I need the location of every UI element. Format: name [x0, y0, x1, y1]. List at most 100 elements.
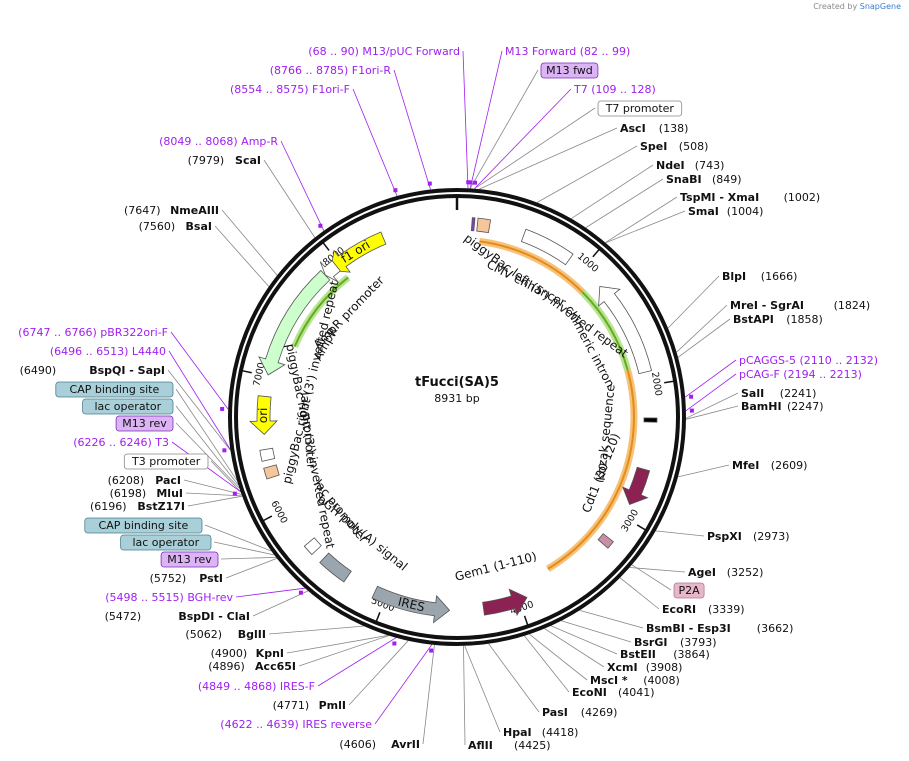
leader-pcag-f-2194-2213	[685, 373, 737, 412]
enzyme-mlui-6198[interactable]: MluI(6198)	[110, 487, 183, 500]
primer-4849-4868-ires-f[interactable]: (4849 .. 4868) IRES-F	[198, 680, 315, 693]
enzyme-bsmbi-esp3i-3662[interactable]: BsmBI - Esp3I(3662)	[646, 622, 793, 635]
enzyme-bstapi-1858[interactable]: BstAPI(1858)	[733, 313, 823, 326]
primer-m13-forward-82-99[interactable]: M13 Forward (82 .. 99)	[505, 45, 630, 58]
primer-8554-8575-f1ori-f[interactable]: (8554 .. 8575) F1ori-F	[230, 83, 350, 96]
feature-label-gem1-1-110: Gem1 (1-110)	[453, 549, 538, 584]
enzyme-pmli-4771[interactable]: PmlI(4771)	[273, 699, 346, 712]
enzyme-xcmi-3908[interactable]: XcmI(3908)	[607, 661, 682, 674]
primer-pcaggs-5-2110-2132[interactable]: pCAGGS-5 (2110 .. 2132)	[739, 354, 878, 367]
enzyme-position: (1824)	[834, 299, 871, 312]
primer-6496-6513-l4440[interactable]: (6496 .. 6513) L4440	[50, 345, 166, 358]
enzyme-blpi-1666[interactable]: BlpI(1666)	[722, 270, 797, 283]
feature-cmv-enhancer[interactable]	[520, 228, 574, 266]
primer-mark-6226-6246-t3	[232, 491, 237, 496]
orf-line-0	[479, 240, 635, 570]
enzyme-ndei-743[interactable]: NdeI(743)	[656, 159, 724, 172]
enzyme-position: (1666)	[761, 270, 798, 283]
feature-kozak-sequence[interactable]	[643, 417, 658, 423]
enzyme-smai-1004[interactable]: SmaI(1004)	[688, 205, 763, 218]
enzyme-bspdi-clai-5472[interactable]: BspDI - ClaI(5472)	[105, 610, 250, 623]
leader-68-90-m13-puc-forward	[462, 50, 469, 189]
enzyme-bspqi-sapi-6490[interactable]: BspQI - SapI(6490)	[20, 364, 165, 377]
feature-tag-lac-operator[interactable]: lac operator	[120, 534, 212, 551]
enzyme-snabi-849[interactable]: SnaBI(849)	[666, 173, 742, 186]
feature-t7-promoter[interactable]	[470, 217, 476, 232]
feature-tag-lac-operator[interactable]: lac operator	[82, 398, 174, 415]
primer-pcag-f-2194-2213[interactable]: pCAG-F (2194 .. 2213)	[739, 368, 862, 381]
enzyme-name: XcmI	[607, 661, 638, 674]
enzyme-paci-6208[interactable]: PacI(6208)	[108, 474, 181, 487]
feature-tag-t7-promoter[interactable]: T7 promoter	[597, 100, 683, 117]
leader-bspqi-sapi-6490	[167, 369, 231, 451]
enzyme-aflii-4425[interactable]: AflII(4425)	[468, 739, 551, 752]
enzyme-agei-3252[interactable]: AgeI(3252)	[688, 566, 763, 579]
feature-tag-m13-rev[interactable]: M13 rev	[115, 415, 174, 432]
primer-8049-8068-amp-r[interactable]: (8049 .. 8068) Amp-R	[159, 135, 278, 148]
enzyme-acc65i-4896[interactable]: Acc65I(4896)	[208, 660, 296, 673]
feature-tag-cap-binding-site[interactable]: CAP binding site	[55, 381, 174, 398]
feature-chimeric-intron[interactable]	[598, 285, 653, 375]
enzyme-name: MfeI	[732, 459, 759, 472]
enzyme-avrii-4606[interactable]: AvrII(4606)	[339, 738, 420, 751]
leader-t7-promoter	[474, 107, 596, 190]
enzyme-name: BsrGI	[634, 636, 667, 649]
enzyme-bsrgi-3793[interactable]: BsrGI(3793)	[634, 636, 717, 649]
feature-lac-promoter[interactable]	[303, 537, 322, 556]
enzyme-bsai-7560[interactable]: BsaI(7560)	[139, 220, 212, 233]
feature-tag-cap-binding-site[interactable]: CAP binding site	[84, 517, 203, 534]
feature-ori[interactable]	[249, 395, 278, 435]
enzyme-position: (4771)	[273, 699, 310, 712]
enzyme-scai-7979[interactable]: ScaI(7979)	[188, 154, 261, 167]
tick-label-7000: 7000	[252, 361, 268, 387]
feature-label-f1-ori: f1 ori	[338, 238, 372, 266]
enzyme-asci-138[interactable]: AscI(138)	[620, 122, 688, 135]
enzyme-mrei-sgrai-1824[interactable]: MreI - SgrAI(1824)	[730, 299, 870, 312]
feature-piggybac-right-3-inverted-repeat[interactable]	[263, 464, 280, 480]
enzyme-bglii-5062[interactable]: BglII(5062)	[185, 628, 266, 641]
enzyme-econi-4041[interactable]: EcoNI(4041)	[572, 686, 655, 699]
feature-lac-promoter[interactable]	[259, 447, 276, 462]
primer-6747-6766-pbr322ori-f[interactable]: (6747 .. 6766) pBR322ori-F	[18, 326, 168, 339]
feature-tag-m13-fwd[interactable]: M13 fwd	[540, 62, 599, 79]
enzyme-spei-508[interactable]: SpeI(508)	[640, 140, 708, 153]
feature-bgh-poly-a-signal[interactable]	[319, 552, 352, 583]
primer-5498-5515-bgh-rev[interactable]: (5498 .. 5515) BGH-rev	[105, 591, 233, 604]
enzyme-pasi-4269[interactable]: PasI(4269)	[542, 706, 617, 719]
enzyme-bsteii-3864[interactable]: BstEII(3864)	[620, 648, 710, 661]
feature-ampr[interactable]	[258, 269, 331, 376]
enzyme-sali-2241[interactable]: SalI(2241)	[741, 387, 816, 400]
enzyme-psti-5752[interactable]: PstI(5752)	[150, 572, 223, 585]
primer-6226-6246-t3[interactable]: (6226 .. 6246) T3	[73, 436, 169, 449]
feature-tag-p2a[interactable]: P2A	[673, 582, 705, 599]
primer-mark-4622-4639-ires-reverse	[429, 648, 434, 653]
leader-ecori-3339	[619, 577, 660, 610]
primer-4622-4639-ires-reverse[interactable]: (4622 .. 4639) IRES reverse	[220, 718, 372, 731]
enzyme-hpai-4418[interactable]: HpaI(4418)	[503, 726, 578, 739]
enzyme-kpni-4900[interactable]: KpnI(4900)	[211, 647, 284, 660]
enzyme-ecori-3339[interactable]: EcoRI(3339)	[662, 603, 745, 616]
enzyme-pspxi-2973[interactable]: PspXI(2973)	[707, 530, 790, 543]
feature-cdt1-30-120[interactable]	[622, 466, 651, 506]
enzyme-nmeaiii-7647[interactable]: NmeAIII(7647)	[124, 204, 219, 217]
feature-tag-t3-promoter[interactable]: T3 promoter	[123, 453, 209, 470]
leader-pcaggs-5-2110-2132	[684, 359, 737, 398]
enzyme-msci-4008[interactable]: MscI *(4008)	[590, 674, 680, 687]
enzyme-position: (6208)	[108, 474, 145, 487]
enzyme-position: (5062)	[185, 628, 222, 641]
enzyme-mfei-2609[interactable]: MfeI(2609)	[732, 459, 807, 472]
primer-8766-8785-f1ori-r[interactable]: (8766 .. 8785) F1ori-R	[270, 64, 392, 77]
primer-68-90-m13-puc-forward[interactable]: (68 .. 90) M13/pUC Forward	[308, 45, 460, 58]
feature-ampr-promoter[interactable]	[319, 260, 341, 283]
feature-piggybac-left-5-inverted-repeat[interactable]	[476, 217, 492, 234]
enzyme-bamhi-2247[interactable]: BamHI(2247)	[741, 400, 824, 413]
feature-gem1-1-110[interactable]	[482, 588, 528, 617]
enzyme-tspmi-xmai-1002[interactable]: TspMI - XmaI(1002)	[680, 191, 820, 204]
feature-ires[interactable]	[371, 585, 451, 624]
feature-p2a[interactable]	[597, 533, 614, 549]
tick-label-1000: 1000	[575, 251, 601, 275]
primer-t7-109-128[interactable]: T7 (109 .. 128)	[573, 83, 656, 96]
feature-tag-m13-rev[interactable]: M13 rev	[160, 551, 219, 568]
enzyme-position: (2241)	[780, 387, 817, 400]
enzyme-bstz17i-6196[interactable]: BstZ17I(6196)	[90, 500, 185, 513]
